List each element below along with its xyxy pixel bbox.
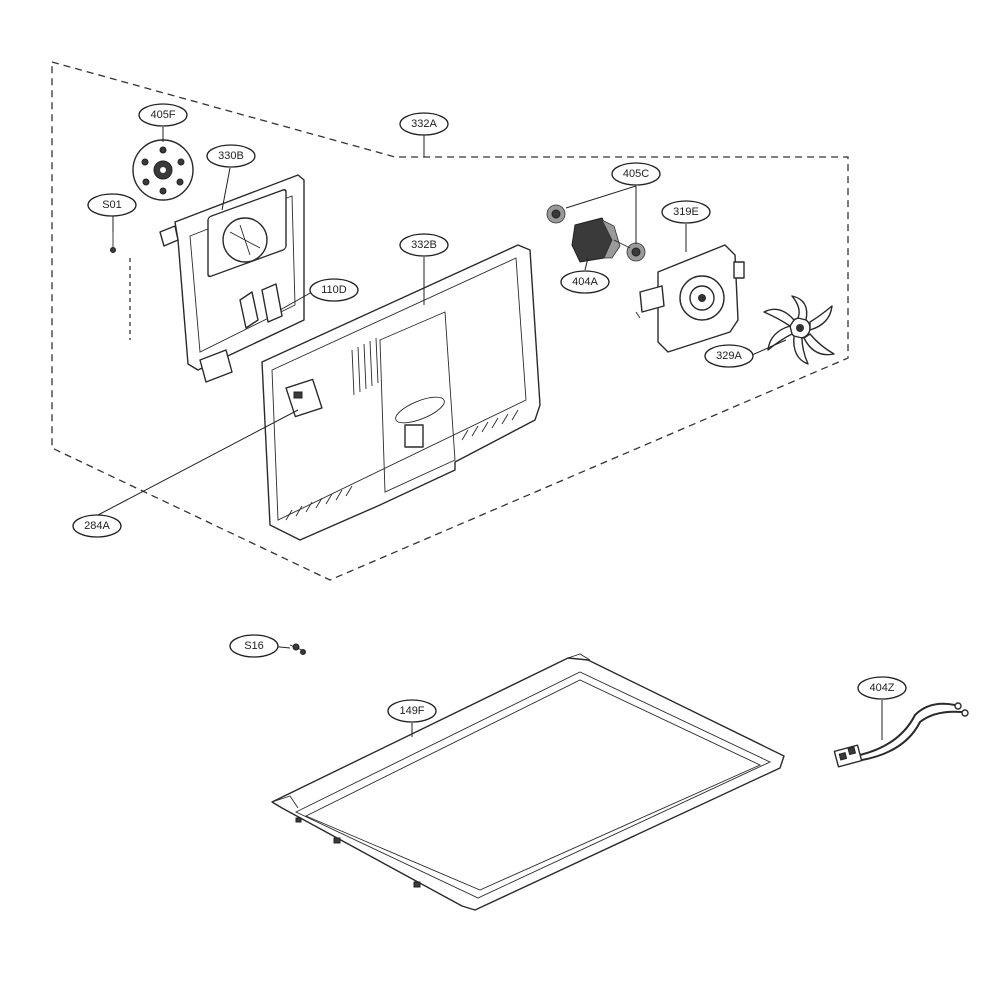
callout-404a: 404A	[560, 270, 610, 294]
callout-label: 332B	[411, 239, 437, 251]
part-405F-fan-disk	[132, 139, 194, 201]
part-404A-motor	[571, 217, 631, 263]
callout-label: 319E	[673, 206, 699, 218]
callout-label: 404Z	[869, 682, 894, 694]
callout-110d: 110D	[309, 278, 359, 302]
callout-404z: 404Z	[857, 676, 907, 700]
part-404Z-wire-harness	[833, 702, 969, 768]
callout-label: 405C	[623, 168, 649, 180]
callout-405c: 405C	[611, 162, 661, 186]
callout-149f: 149F	[387, 699, 437, 723]
callout-label: S16	[244, 640, 264, 652]
callout-label: S01	[102, 199, 122, 211]
callout-284a: 284A	[72, 514, 122, 538]
part-319E-fan-housing	[635, 244, 745, 353]
callout-405f: 405F	[138, 103, 188, 127]
callout-332b: 332B	[399, 233, 449, 257]
callout-label: 405F	[150, 109, 175, 121]
part-S16-screw	[289, 643, 306, 655]
part-S01-screw	[110, 232, 131, 340]
part-332B-cover-panel	[261, 244, 541, 541]
callout-s01: S01	[87, 193, 137, 217]
callout-s16: S16	[229, 634, 279, 658]
callout-label: 329A	[716, 350, 742, 362]
assembly-boundary-332A	[51, 61, 849, 581]
callout-label: 149F	[399, 705, 424, 717]
part-330B-bracket	[159, 174, 305, 383]
callout-label: 332A	[411, 118, 437, 130]
callout-labels: 332A 405F 330B S01 110D 332B 405C 319E 404A 329A 2…	[72, 103, 907, 723]
callout-label: 330B	[218, 150, 244, 162]
callout-329a: 329A	[704, 344, 754, 368]
callout-332a: 332A	[399, 112, 449, 136]
part-329A-fan-blades	[763, 295, 835, 365]
callout-label: 110D	[321, 284, 347, 296]
callout-label: 404A	[572, 276, 598, 288]
callout-319e: 319E	[661, 200, 711, 224]
leader-lines	[97, 127, 883, 740]
callout-330b: 330B	[206, 144, 256, 168]
part-149F-glass-shelf	[271, 653, 785, 911]
callout-label: 284A	[84, 520, 110, 532]
